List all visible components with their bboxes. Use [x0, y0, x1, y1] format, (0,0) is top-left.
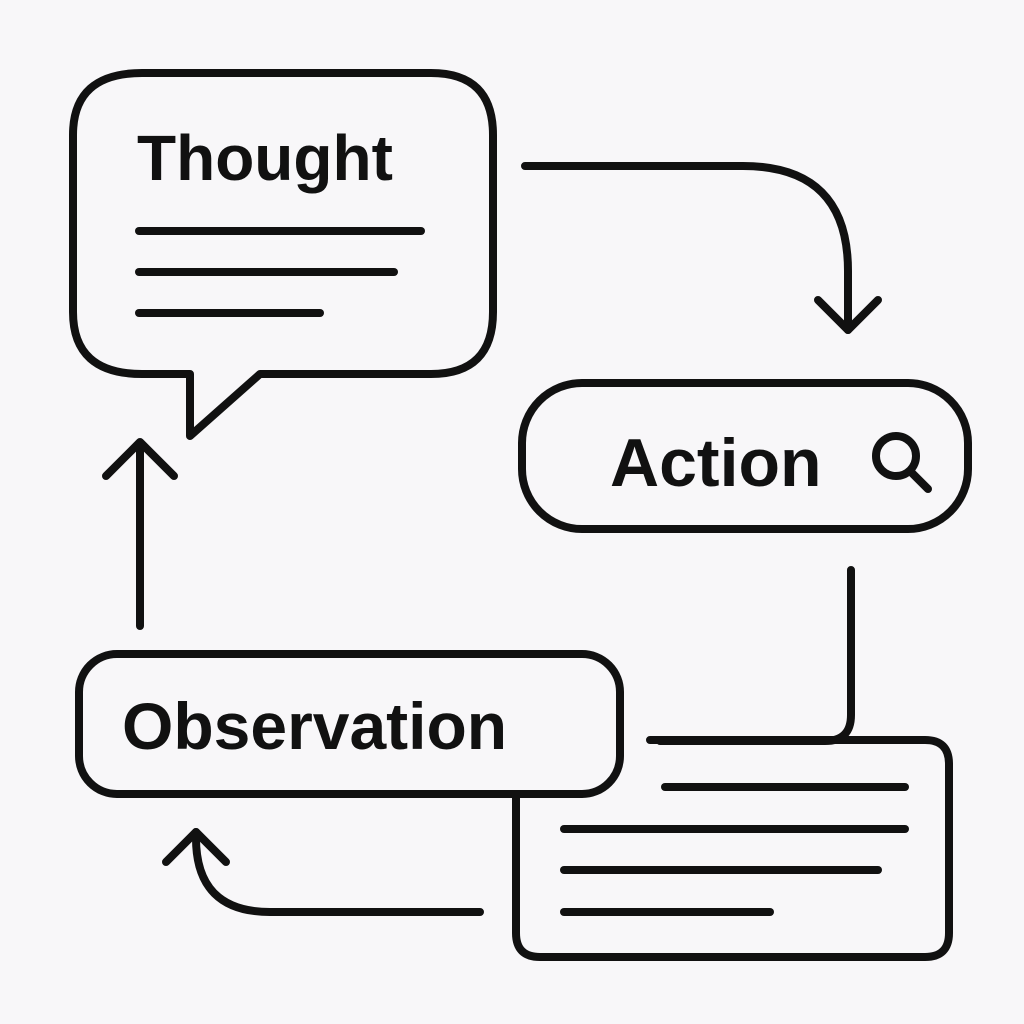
arrowhead — [102, 438, 178, 480]
connector-action-to-result — [656, 566, 855, 745]
action-label: Action — [610, 425, 822, 501]
thought-node: Thought — [69, 69, 497, 440]
arrowhead — [162, 828, 230, 866]
connector-line — [192, 828, 484, 916]
observation-box — [75, 650, 624, 798]
arrowhead — [814, 296, 882, 334]
observation-node: Observation — [75, 650, 624, 798]
result-document — [512, 736, 953, 961]
arrow-observation-to-thought — [102, 438, 178, 630]
connector-line — [521, 162, 852, 334]
search-icon — [872, 432, 932, 493]
action-node: Action — [518, 379, 972, 533]
result-box — [512, 736, 953, 961]
observation-label: Observation — [122, 689, 507, 763]
action-box — [518, 379, 972, 533]
thought-bubble — [69, 69, 497, 440]
arrow-thought-to-action — [521, 162, 882, 334]
arrow-result-to-observation — [162, 828, 484, 916]
thought-label: Thought — [137, 122, 393, 194]
